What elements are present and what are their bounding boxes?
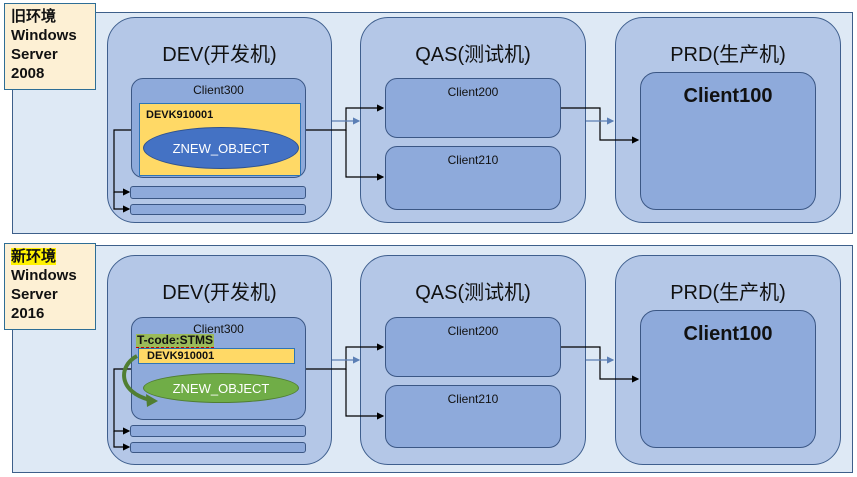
dev-to-qas-client200-arrow — [306, 104, 385, 131]
dev-to-qas-client210-arrow — [345, 369, 385, 420]
curved-green-arrow-head — [146, 394, 158, 407]
qas-system-title: QAS(测试机) — [415, 282, 531, 304]
qas-client-200: Client200 — [385, 317, 561, 377]
old-environment-label: 旧环境 Windows Server 2008 — [4, 3, 96, 90]
os-version: 2016 — [11, 305, 45, 322]
dev-client-bar-2 — [130, 442, 306, 453]
tcode-label: T-code:STMS — [136, 333, 215, 348]
dev-to-qas-client200-arrow — [306, 343, 385, 370]
qas-client-210: Client210 — [385, 385, 561, 448]
prd-system-title: PRD(生产机) — [670, 282, 786, 304]
os-version: 2008 — [11, 65, 45, 82]
qas-to-prd-arrow — [561, 107, 640, 144]
env-name: 旧环境 — [11, 8, 57, 25]
dev-internal-bar1-arrow — [113, 368, 131, 435]
object-name: ZNEW_OBJECT — [172, 380, 270, 396]
dev-internal-bar1-arrow — [113, 129, 131, 196]
qas-system-title: QAS(测试机) — [415, 44, 531, 66]
client-title: Client100 — [683, 323, 773, 345]
os-line-2: Server — [11, 46, 58, 63]
qas-client-210: Client210 — [385, 146, 561, 210]
client-title: Client200 — [447, 324, 499, 338]
dev-client-bar-1 — [130, 425, 306, 437]
client-title: Client210 — [447, 153, 499, 167]
qas-client-200: Client200 — [385, 78, 561, 138]
prd-system-title: PRD(生产机) — [670, 44, 786, 66]
new-environment-label: 新环境 Windows Server 2016 — [4, 243, 96, 330]
client-title: Client200 — [447, 85, 499, 99]
prd-client-100: Client100 — [640, 72, 816, 210]
transport-request-id: DEVK910001 — [146, 109, 214, 121]
dev-system-title: DEV(开发机) — [162, 282, 277, 304]
qas-to-prd-arrow — [561, 346, 640, 383]
transport-request: DEVK910001 — [138, 348, 295, 364]
os-line-1: Windows — [11, 27, 77, 44]
os-line-1: Windows — [11, 267, 77, 284]
znew-object: ZNEW_OBJECT — [143, 373, 299, 403]
dev-to-qas-client210-arrow — [345, 130, 385, 181]
dev-system-title: DEV(开发机) — [162, 44, 277, 66]
dev-internal-bar2-arrow — [113, 192, 131, 213]
client-title: Client210 — [447, 392, 499, 406]
curved-green-arrow-icon — [122, 354, 151, 402]
prd-client-100: Client100 — [640, 310, 816, 448]
client-title: Client300 — [193, 322, 244, 336]
znew-object: ZNEW_OBJECT — [143, 127, 299, 169]
object-name: ZNEW_OBJECT — [172, 140, 270, 156]
dev-internal-bar2-arrow — [113, 431, 131, 451]
client-title: Client100 — [683, 85, 773, 107]
env-name: 新环境 — [11, 247, 95, 266]
os-line-2: Server — [11, 286, 58, 303]
env-name-highlight: 新环境 — [11, 248, 57, 265]
transport-request-id: DEVK910001 — [147, 350, 215, 362]
dev-client-bar-2 — [130, 204, 306, 215]
tcode-text: T-code:STMS — [137, 333, 214, 347]
dev-client-bar-1 — [130, 186, 306, 199]
client-title: Client300 — [193, 83, 244, 97]
